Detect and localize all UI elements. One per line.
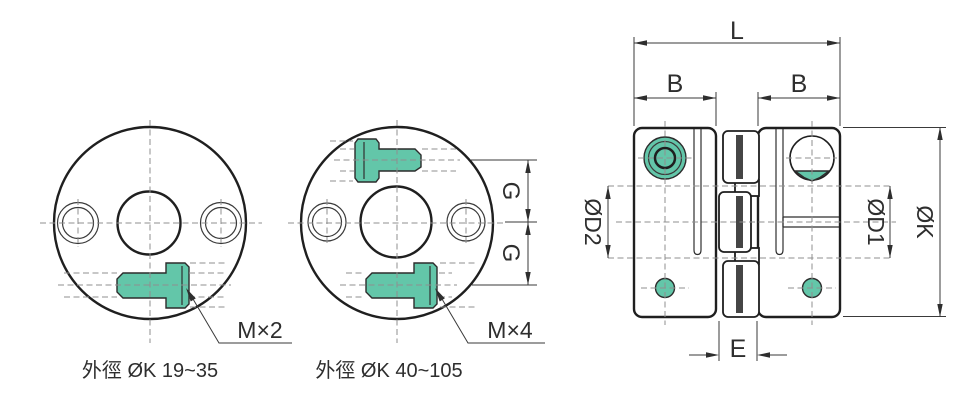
dim-arrow-icon: [827, 40, 840, 46]
leader-m2: M×2: [186, 288, 292, 344]
right-hole-inner: [450, 206, 482, 238]
leader-arrow-icon: [435, 288, 445, 302]
centerlines-small: [40, 120, 262, 343]
dim-arrow-icon: [758, 95, 771, 101]
dim-arrow-icon: [703, 95, 716, 101]
caption-large: 外徑 ØK 40~105: [315, 359, 462, 382]
right-hub-slit: [775, 129, 784, 256]
caption-small: 外徑 ØK 19~35: [82, 359, 218, 382]
l-dimension-lines: [633, 37, 841, 126]
dim-label-b-left: B: [667, 70, 684, 98]
dim-arrow-icon: [605, 245, 611, 258]
elastomer-strip-bottom: [736, 265, 743, 313]
dim-arrow-icon: [757, 352, 770, 358]
dim-arrow-icon: [937, 304, 943, 317]
side-view-centerlines: [608, 121, 896, 325]
dim-label-k: ØK: [912, 205, 938, 239]
centerlines-large: [288, 120, 505, 343]
dim-arrow-icon: [706, 352, 719, 358]
dim-arrow-icon: [827, 95, 840, 101]
front-view-small: M×2 外徑 ØK 19~35: [40, 120, 292, 382]
side-view: L B B ØD2 ØD1: [580, 17, 946, 363]
dim-label-b-right: B: [791, 70, 808, 98]
leader-arrow-icon: [186, 288, 196, 302]
dim-arrow-icon: [937, 127, 943, 140]
dim-arrow-icon: [525, 209, 531, 222]
dim-arrow-icon: [525, 160, 531, 173]
dim-label-d1: ØD1: [863, 198, 889, 245]
screw-spec-label-large: M×4: [487, 317, 533, 343]
dim-e: E: [689, 321, 787, 363]
dim-label-g-upper: G: [497, 182, 524, 201]
center-bore-large: [359, 185, 433, 259]
left-hub-slit: [693, 129, 702, 256]
b-dimension-lines: [634, 92, 840, 126]
dim-arrow-icon: [605, 186, 611, 199]
dim-label-e: E: [730, 335, 747, 363]
dim-arrow-icon: [634, 40, 647, 46]
screw-socket-circle: [653, 146, 677, 170]
front-view-large: G G M×4 外徑 ØK 40~105: [288, 120, 545, 382]
dim-arrow-icon: [525, 272, 531, 285]
leader-line: [192, 298, 292, 344]
spacer-assembly: [718, 130, 760, 318]
dim-arrow-icon: [887, 245, 893, 258]
dim-b: B B: [634, 70, 840, 126]
dim-k: ØK: [843, 127, 946, 317]
dim-label-d2: ØD2: [580, 198, 606, 245]
dim-arrow-icon: [634, 95, 647, 101]
dim-l: L: [633, 17, 841, 126]
dim-label-l: L: [730, 17, 744, 45]
dim-label-g-lower: G: [497, 244, 524, 263]
leader-m4: M×4: [435, 288, 545, 344]
k-dimension-lines: [843, 127, 946, 317]
clamp-screw-top-large: [354, 138, 422, 183]
screw-cone-point: [792, 170, 832, 182]
dim-d2: ØD2: [580, 186, 611, 258]
g-dimension-lines: [471, 159, 537, 286]
e-dimension-lines: [689, 321, 787, 361]
elastomer-strip-top: [736, 135, 743, 179]
dim-d1: ØD1: [863, 186, 893, 258]
dim-arrow-icon: [525, 222, 531, 235]
left-hole-inner: [311, 206, 343, 238]
dim-g: G G: [471, 159, 537, 286]
dim-arrow-icon: [887, 186, 893, 199]
leader-line: [441, 298, 545, 344]
screw-spec-label-small: M×2: [237, 317, 282, 343]
